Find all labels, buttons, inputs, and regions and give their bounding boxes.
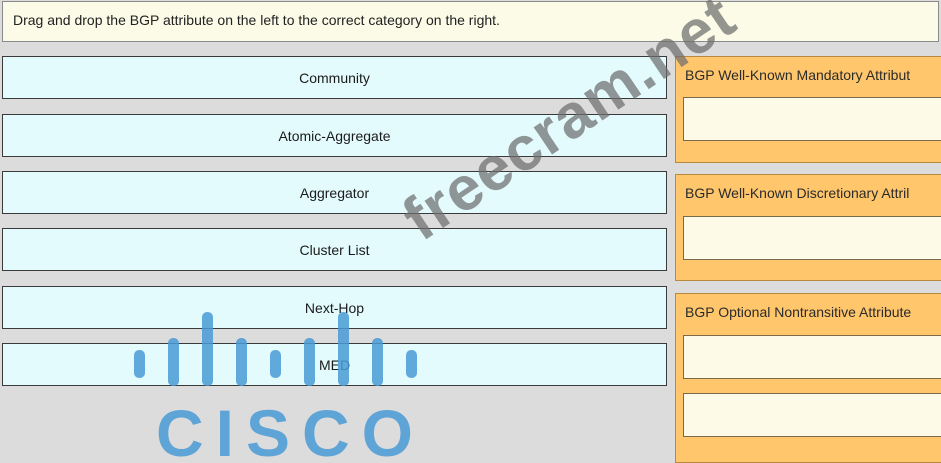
attribute-community[interactable]: Community xyxy=(2,56,667,99)
attribute-aggregator[interactable]: Aggregator xyxy=(2,171,667,214)
drop-slot[interactable] xyxy=(683,97,941,141)
attribute-atomic-aggregate[interactable]: Atomic-Aggregate xyxy=(2,114,667,157)
category-title: BGP Optional Nontransitive Attribute xyxy=(685,304,912,320)
attribute-label: Aggregator xyxy=(299,184,370,201)
instruction-banner: Drag and drop the BGP attribute on the l… xyxy=(2,1,939,42)
category-well-known-mandatory: BGP Well-Known Mandatory Attribut xyxy=(675,56,941,163)
drop-slot[interactable] xyxy=(683,393,941,437)
drop-slot[interactable] xyxy=(683,216,941,260)
attribute-med[interactable]: MED xyxy=(2,343,667,386)
category-optional-nontransitive: BGP Optional Nontransitive Attribute xyxy=(675,293,941,463)
category-title: BGP Well-Known Mandatory Attribut xyxy=(685,67,911,83)
attribute-label: MED xyxy=(318,356,351,373)
attribute-label: Atomic-Aggregate xyxy=(278,127,391,144)
category-title: BGP Well-Known Discretionary Attril xyxy=(685,185,910,201)
attribute-label: Community xyxy=(299,69,370,86)
cisco-wordmark: CISCO xyxy=(156,396,420,462)
drop-slot[interactable] xyxy=(683,335,941,379)
category-well-known-discretionary: BGP Well-Known Discretionary Attril xyxy=(675,174,941,281)
attribute-label: Next-Hop xyxy=(304,299,365,316)
instruction-text: Drag and drop the BGP attribute on the l… xyxy=(13,12,500,28)
attribute-cluster-list[interactable]: Cluster List xyxy=(2,228,667,271)
attribute-next-hop[interactable]: Next-Hop xyxy=(2,286,667,329)
attribute-label: Cluster List xyxy=(299,241,370,258)
